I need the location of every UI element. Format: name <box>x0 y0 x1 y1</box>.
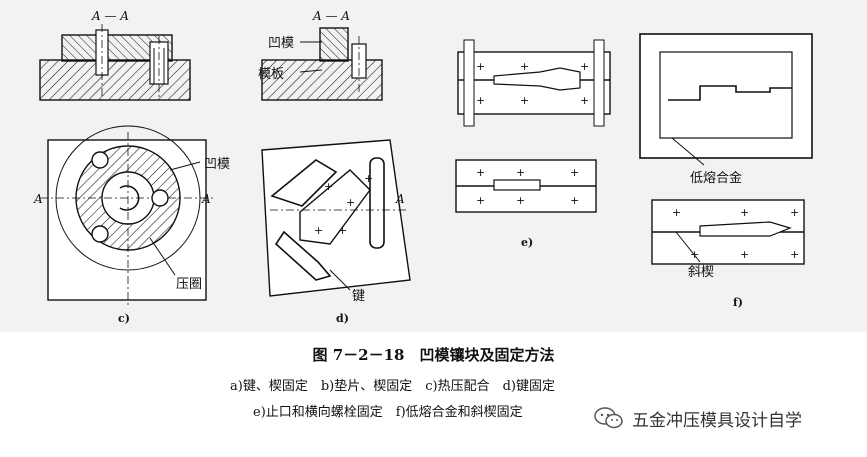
svg-text:+: + <box>364 172 373 185</box>
svg-text:+: + <box>580 60 589 73</box>
svg-text:+: + <box>476 94 485 107</box>
view-c-die-label: 凹模 <box>204 157 230 172</box>
view-e: + + + + + + + + + + + + e) <box>455 39 611 249</box>
svg-text:+: + <box>740 248 749 261</box>
svg-text:+: + <box>570 194 579 207</box>
view-a: A — A <box>39 9 191 101</box>
view-c-ring-label: 压圈 <box>176 277 202 292</box>
figure-drawing: A — A A — A 凹模 模板 A A 凹模 <box>33 9 813 325</box>
svg-text:+: + <box>520 60 529 73</box>
caption-line-1: a)键、楔固定 b)垫片、楔固定 c)热压配合 d)键固定 <box>230 379 555 394</box>
svg-text:+: + <box>580 94 589 107</box>
view-c-caption: c) <box>118 312 130 325</box>
svg-text:+: + <box>570 166 579 179</box>
watermark: 五金冲压模具设计自学 <box>594 403 802 433</box>
svg-text:+: + <box>520 94 529 107</box>
svg-text:+: + <box>476 166 485 179</box>
view-c: A A 凹模 压圈 c) <box>33 125 230 325</box>
view-b: A — A 凹模 模板 <box>258 9 383 101</box>
svg-text:+: + <box>346 196 355 209</box>
wechat-icon <box>594 407 623 429</box>
svg-text:+: + <box>476 60 485 73</box>
view-f: 低熔合金 +++ +++ 斜楔 f) <box>639 33 813 309</box>
view-d-key-label: 键 <box>352 289 365 304</box>
caption-line-2: e)止口和横向螺栓固定 f)低熔合金和斜楔固定 <box>253 405 523 420</box>
view-b-plate-label: 模板 <box>258 67 284 82</box>
svg-text:+: + <box>516 166 525 179</box>
view-c-axis-right: A <box>201 192 211 206</box>
svg-text:+: + <box>476 194 485 207</box>
svg-text:+: + <box>790 206 799 219</box>
view-a-section-mark: A — A <box>91 9 129 23</box>
svg-text:+: + <box>338 224 347 237</box>
svg-text:+: + <box>740 206 749 219</box>
view-d-caption: d) <box>336 312 349 325</box>
view-f-caption: f) <box>733 296 743 309</box>
svg-text:+: + <box>790 248 799 261</box>
view-d: + + + + + A 键 d) <box>261 139 411 325</box>
svg-text:+: + <box>672 206 681 219</box>
view-f-wedge-label: 斜楔 <box>688 265 714 280</box>
figure-title: 图 7－2－18 凹模镶块及固定方法 <box>312 346 555 364</box>
view-b-section-mark: A — A <box>312 9 350 23</box>
view-b-die-label: 凹模 <box>268 36 294 51</box>
watermark-text: 五金冲压模具设计自学 <box>632 410 802 431</box>
svg-text:+: + <box>516 194 525 207</box>
svg-text:+: + <box>324 180 333 193</box>
figure-panel: A — A A — A 凹模 模板 A A 凹模 <box>0 0 867 332</box>
view-f-alloy-label: 低熔合金 <box>690 170 742 186</box>
svg-text:+: + <box>314 224 323 237</box>
view-d-axis-mark: A <box>395 192 405 206</box>
view-c-axis-left: A <box>33 192 43 206</box>
view-e-caption: e) <box>521 236 533 249</box>
